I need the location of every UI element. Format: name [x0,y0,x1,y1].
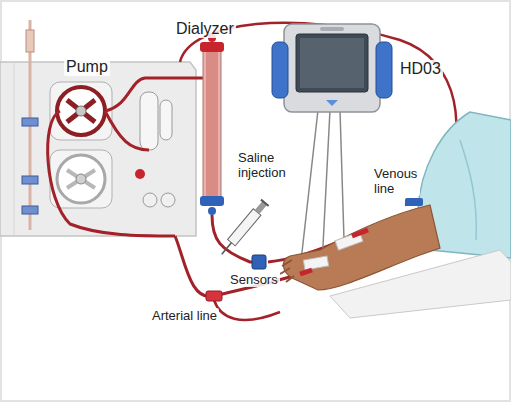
part-label: Dialyzer [174,20,236,38]
part-label: HD03 [398,60,443,78]
part-label: Venous line [372,166,420,196]
part-label: Arterial line [150,308,219,323]
part-label: Saline injection [236,150,304,180]
part-label: Sensors [228,272,280,287]
part-label: Pump [64,58,110,76]
